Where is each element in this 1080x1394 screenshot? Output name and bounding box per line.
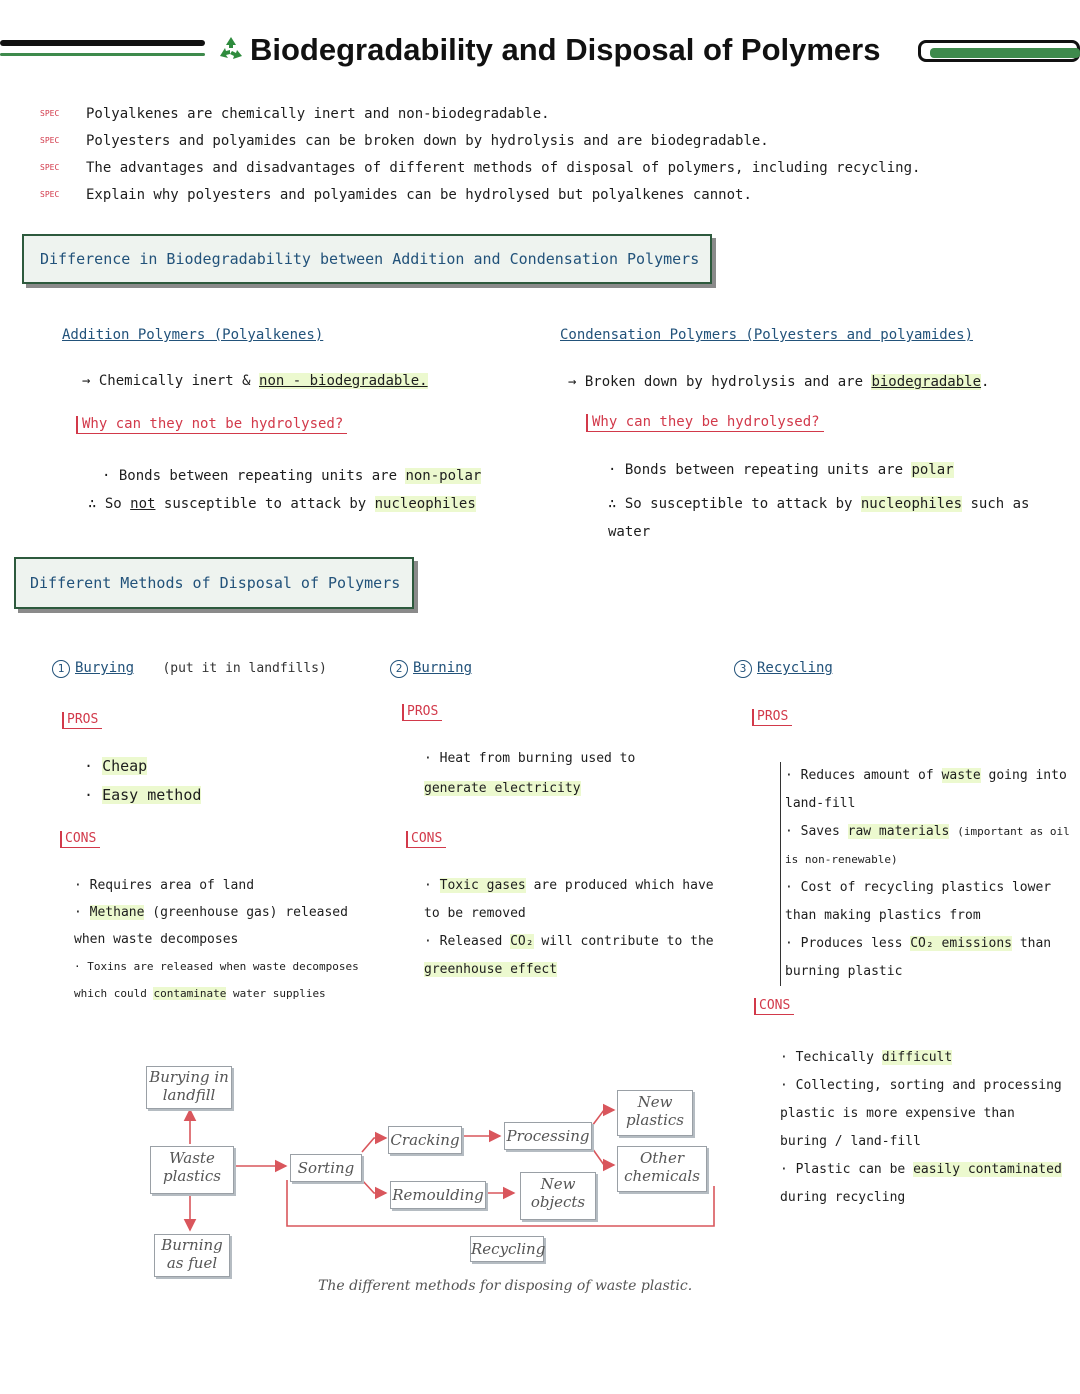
number-badge: 2: [390, 660, 408, 678]
list-item: · Reduces amount of waste going into lan…: [785, 768, 1067, 811]
recycle-icon: [216, 34, 246, 68]
condensation-question: Why can they be hydrolysed?: [586, 414, 824, 432]
flow-node-new-plastics: New plastics: [617, 1090, 693, 1136]
spec-item: SPEC The advantages and disadvantages of…: [40, 154, 1040, 181]
burning-cons-label: CONS: [406, 831, 447, 848]
spec-text: Explain why polyesters and polyamides ca…: [86, 186, 752, 203]
section-heading-disposal: Different Methods of Disposal of Polymer…: [14, 557, 414, 609]
spec-text: The advantages and disadvantages of diff…: [86, 159, 921, 176]
condensation-statement: → Broken down by hydrolysis and are biod…: [568, 374, 990, 390]
flow-node-burning: Burning as fuel: [154, 1234, 230, 1277]
spec-tag: SPEC: [40, 163, 60, 172]
spec-item: SPEC Explain why polyesters and polyamid…: [40, 181, 1040, 208]
list-item: · Saves raw materials (important as oil …: [785, 824, 1070, 866]
list-item: · Toxic gases are produced which have to…: [424, 878, 714, 921]
flow-node-other-chemicals: Other chemicals: [617, 1146, 707, 1192]
flow-node-waste-plastics: Waste plastics: [150, 1146, 234, 1194]
spec-tag: SPEC: [40, 190, 60, 199]
section-heading-biodegradability: Difference in Biodegradability between A…: [22, 234, 712, 284]
spec-list: SPEC Polyalkenes are chemically inert an…: [40, 100, 1040, 208]
burying-note: (put it in landfills): [162, 661, 327, 676]
arrow-icon: →: [568, 374, 585, 390]
condensation-bonds: · Bonds between repeating units are pola…: [608, 462, 954, 478]
burning-pros-label: PROS: [402, 704, 443, 721]
spec-tag: SPEC: [40, 109, 60, 118]
list-item: · Plastic can be easily contaminated dur…: [780, 1162, 1062, 1205]
burning-pros: · Heat from burning used to generate ele…: [424, 751, 636, 796]
flow-node-remoulding: Remoulding: [390, 1181, 486, 1209]
list-item: · Toxins are released when waste decompo…: [74, 960, 359, 1000]
arrow-to-cracking: [361, 1131, 388, 1153]
list-item: · Released CO₂ will contribute to the gr…: [424, 934, 714, 977]
section-heading-text: Different Methods of Disposal of Polymer…: [30, 574, 401, 592]
recycling-pros-label: PROS: [752, 709, 793, 726]
spec-text: Polyesters and polyamides can be broken …: [86, 132, 769, 149]
addition-statement: → Chemically inert & non - biodegradable…: [82, 373, 428, 389]
burning-cons: · Toxic gases are produced which have to…: [424, 872, 714, 984]
spec-text: Polyalkenes are chemically inert and non…: [86, 105, 550, 122]
addition-so: ∴ So not susceptible to attack by nucleo…: [88, 496, 476, 512]
number-badge: 1: [52, 660, 70, 678]
list-item: · Requires area of land: [74, 878, 255, 893]
flow-node-new-objects: New objects: [520, 1172, 596, 1220]
flow-node-sorting: Sorting: [290, 1154, 362, 1182]
recycling-cons: · Techically difficult · Collecting, sor…: [780, 1044, 1065, 1212]
arrow-to-remoulding: [361, 1179, 388, 1200]
header-bar-left: [0, 40, 205, 46]
number-badge: 3: [734, 660, 752, 678]
header-bar-right-fill: [930, 48, 1080, 58]
recycling-pros: · Reduces amount of waste going into lan…: [780, 762, 1070, 986]
list-item: · Methane (greenhouse gas) released when…: [74, 905, 348, 947]
recycling-cons-label: CONS: [754, 998, 795, 1015]
page-title: Biodegradability and Disposal of Polymer…: [250, 32, 881, 67]
spec-item: SPEC Polyalkenes are chemically inert an…: [40, 100, 1040, 127]
spec-tag: SPEC: [40, 136, 60, 145]
flow-node-burying: Burying in landfill: [146, 1066, 232, 1109]
list-item: · Collecting, sorting and processing pla…: [780, 1078, 1062, 1149]
flow-node-processing: Processing: [504, 1122, 592, 1150]
burying-cons-label: CONS: [60, 831, 101, 848]
list-item: · Easy method: [84, 786, 202, 804]
addition-bonds: · Bonds between repeating units are non-…: [102, 468, 482, 484]
burying-cons: · Requires area of land · Methane (green…: [74, 872, 364, 1007]
flow-node-recycling: Recycling: [470, 1236, 545, 1262]
burying-pros-label: PROS: [62, 712, 103, 729]
list-item: · Techically difficult: [780, 1050, 953, 1065]
section-heading-text: Difference in Biodegradability between A…: [40, 250, 700, 268]
arrow-icon: →: [82, 373, 99, 389]
list-item: · Cost of recycling plastics lower than …: [785, 880, 1052, 923]
burying-pros: · Cheap · Easy method: [84, 752, 202, 810]
list-item: · Produces less CO₂ emissions than burni…: [785, 936, 1052, 979]
arrow-to-new-plastics: [591, 1103, 616, 1127]
condensation-so: ∴ So susceptible to attack by nucleophil…: [608, 496, 1030, 540]
flowchart-caption: The different methods for disposing of w…: [318, 1278, 693, 1294]
arrow-to-other-chemicals: [591, 1147, 616, 1172]
condensation-polymers-title: Condensation Polymers (Polyesters and po…: [560, 327, 974, 343]
addition-question: Why can they not be hydrolysed?: [76, 416, 348, 434]
list-item: · Cheap: [84, 757, 148, 775]
addition-polymers-title: Addition Polymers (Polyalkenes): [62, 327, 324, 343]
spec-item: SPEC Polyesters and polyamides can be br…: [40, 127, 1040, 154]
flow-node-cracking: Cracking: [388, 1126, 462, 1154]
header-bar-left-shadow: [0, 53, 205, 56]
